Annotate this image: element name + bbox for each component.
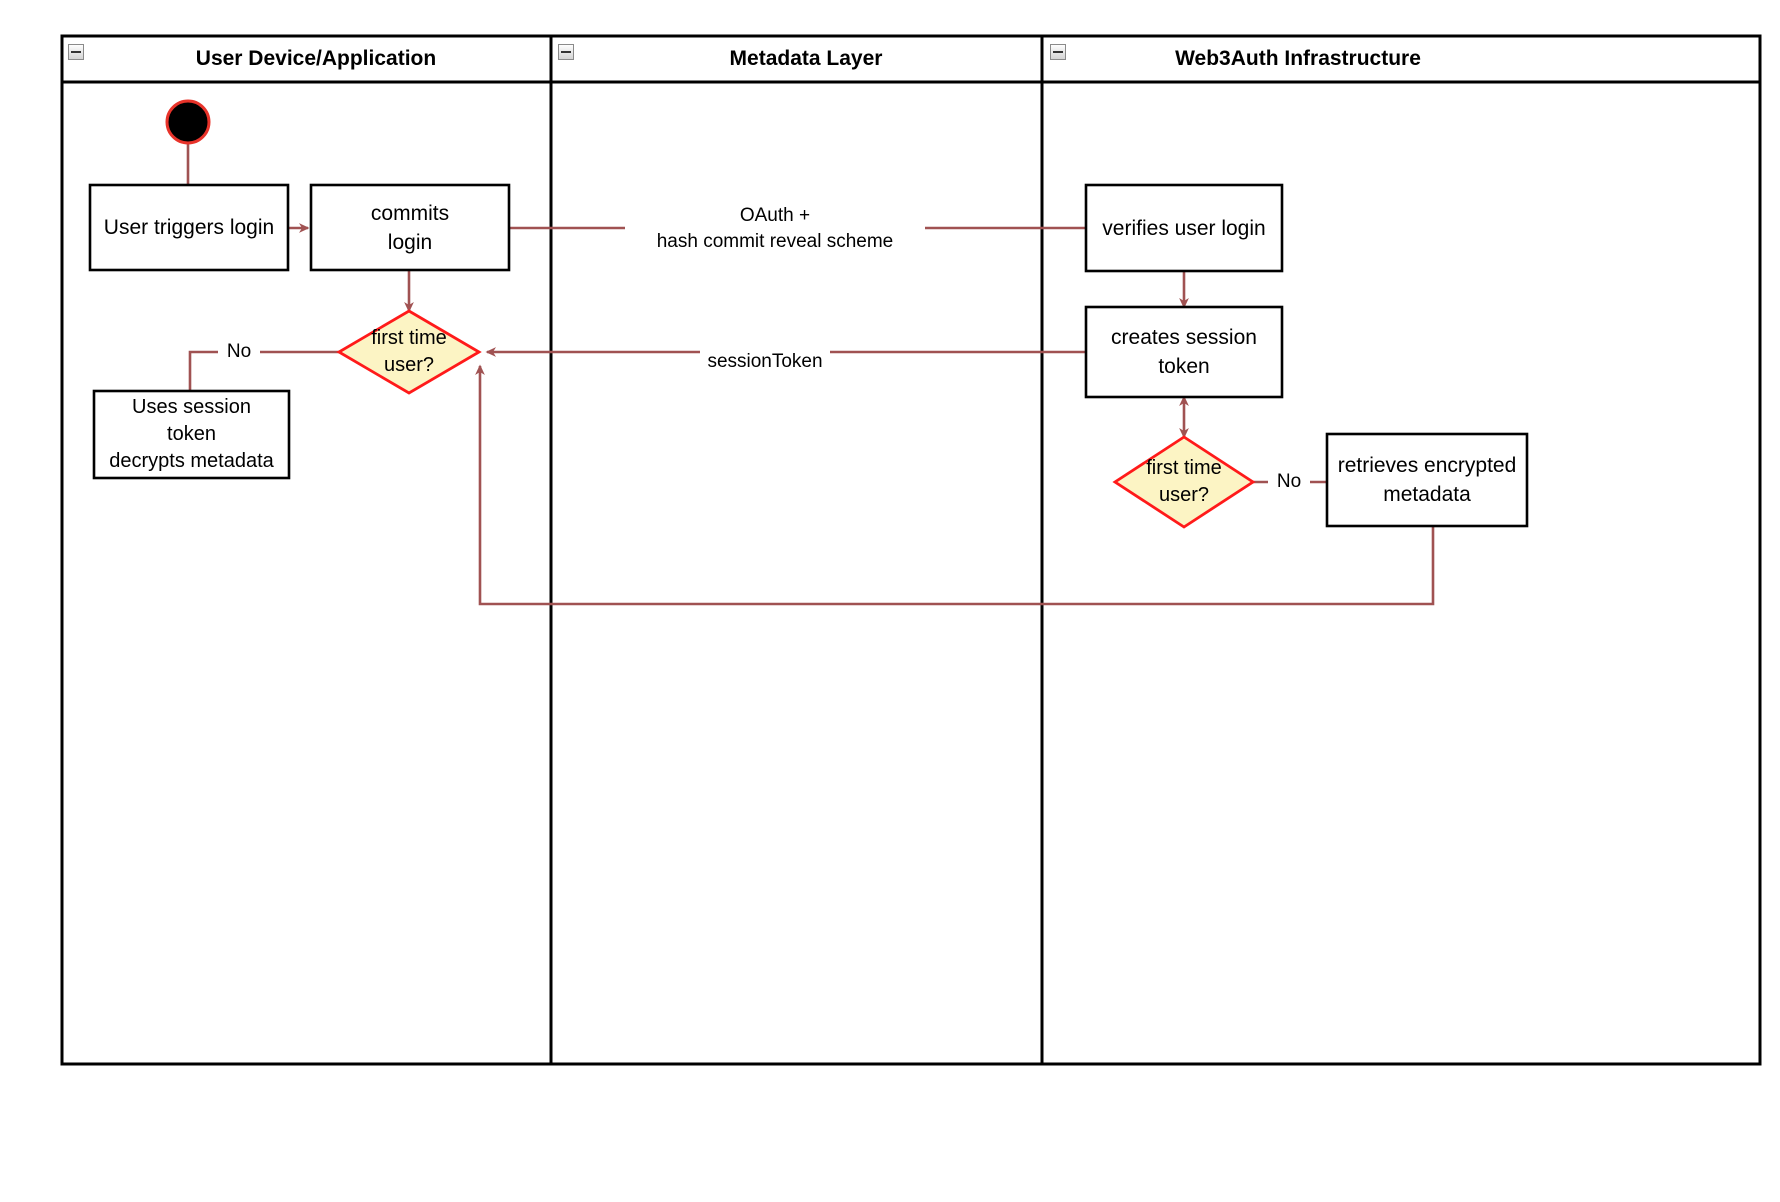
lane-title-metadata: Metadata Layer — [729, 47, 883, 70]
node-user-triggers-login — [88, 183, 290, 272]
node-first-time-user-right — [1112, 435, 1256, 529]
edge-label-no-left: No — [218, 338, 260, 366]
edge-label-session-token: sessionToken — [700, 348, 830, 376]
edge-label-oauth-text: OAuth + hash commit reveal scheme — [656, 205, 894, 252]
node-verifies-user-login — [1084, 183, 1284, 273]
node-creates-session-token — [1084, 305, 1284, 399]
node-uses-session-token — [92, 389, 291, 480]
edge-decision-no-left — [188, 350, 341, 391]
collapse-minus-icon-lane-1[interactable] — [68, 44, 84, 60]
edge-retrieves-return — [475, 364, 1435, 606]
node-first-time-user-left — [336, 309, 482, 395]
node-layer — [88, 99, 1529, 529]
node-commits-login — [309, 183, 511, 272]
lane-title-user-device: User Device/Application — [195, 47, 437, 70]
edge-label-no-right: No — [1268, 468, 1310, 496]
edge-label-oauth: OAuth + hash commit reveal scheme — [625, 200, 925, 258]
initial-node — [165, 99, 211, 145]
node-retrieves-encrypted-metadata — [1325, 432, 1529, 528]
collapse-minus-icon-lane-3[interactable] — [1050, 44, 1066, 60]
collapse-minus-icon-lane-2[interactable] — [558, 44, 574, 60]
lane-title-web3auth: Web3Auth Infrastructure — [1175, 47, 1421, 70]
